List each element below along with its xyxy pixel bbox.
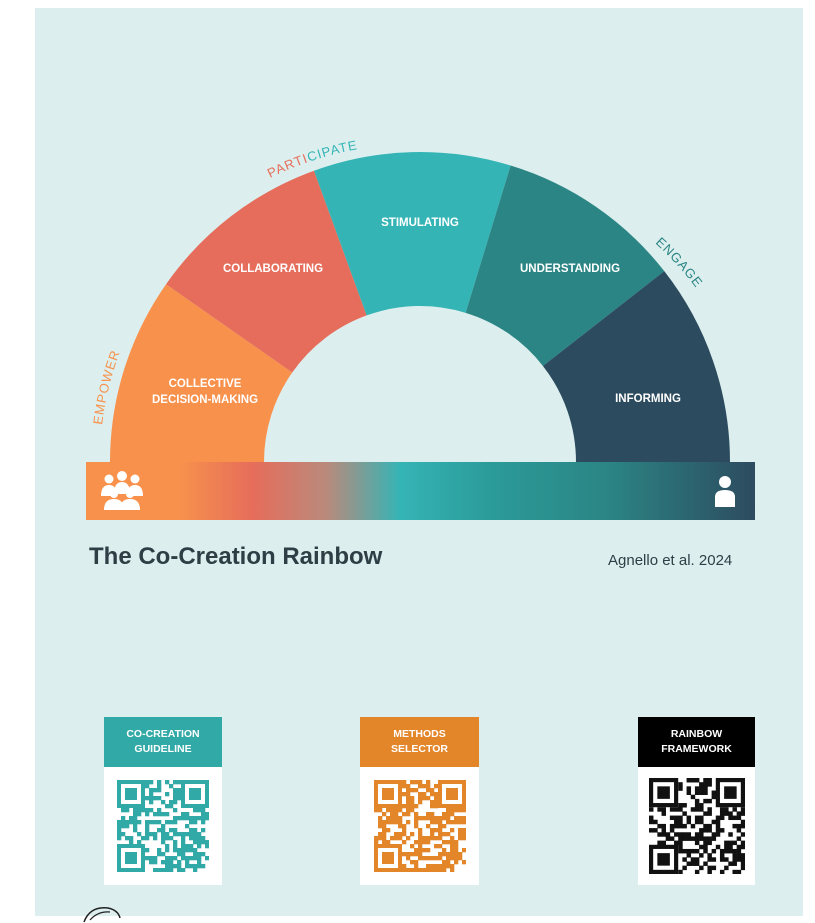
qr-code-icon[interactable] bbox=[117, 780, 209, 872]
segment-label: UNDERSTANDING bbox=[520, 263, 620, 275]
qr-card-header: METHODS SELECTOR bbox=[360, 717, 479, 767]
qr-label-line2: FRAMEWORK bbox=[661, 743, 732, 755]
rainbow-segment-collective-decision-making bbox=[110, 284, 293, 462]
qr-card-co-creation-guideline[interactable]: CO-CREATION GUIDELINE bbox=[104, 717, 222, 885]
segment-label: COLLABORATING bbox=[223, 263, 323, 275]
qr-label-line1: METHODS bbox=[393, 728, 446, 740]
citation-credit: Agnello et al. 2024 bbox=[608, 552, 733, 569]
qr-card-rainbow-framework[interactable]: RAINBOW FRAMEWORK bbox=[638, 717, 755, 885]
diagram-title: The Co-Creation Rainbow bbox=[89, 543, 383, 570]
rainbow-segment-stimulating bbox=[313, 152, 511, 316]
qr-card-header: CO-CREATION GUIDELINE bbox=[104, 717, 222, 767]
rainbow-segment-collaborating bbox=[166, 170, 367, 373]
rainbow-segment-understanding bbox=[465, 165, 665, 366]
qr-label-line2: GUIDELINE bbox=[134, 743, 192, 755]
gradient-bar bbox=[86, 462, 755, 520]
qr-label-line2: SELECTOR bbox=[391, 743, 448, 755]
qr-card-methods-selector[interactable]: METHODS SELECTOR bbox=[360, 717, 479, 885]
qr-code-icon[interactable] bbox=[648, 778, 745, 874]
qr-card-header: RAINBOW FRAMEWORK bbox=[638, 717, 755, 767]
segment-label: STIMULATING bbox=[381, 217, 459, 229]
qr-label-line1: RAINBOW bbox=[670, 728, 723, 740]
single-person-icon bbox=[715, 476, 735, 507]
qr-code-icon[interactable] bbox=[373, 780, 466, 872]
segment-label: INFORMING bbox=[615, 393, 681, 405]
rainbow-segment-informing bbox=[542, 271, 730, 462]
rainbow-segments bbox=[110, 152, 730, 462]
group-of-people-icon bbox=[101, 471, 143, 510]
qr-label-line1: CO-CREATION bbox=[126, 728, 200, 740]
leaf-logo-icon bbox=[83, 907, 121, 923]
